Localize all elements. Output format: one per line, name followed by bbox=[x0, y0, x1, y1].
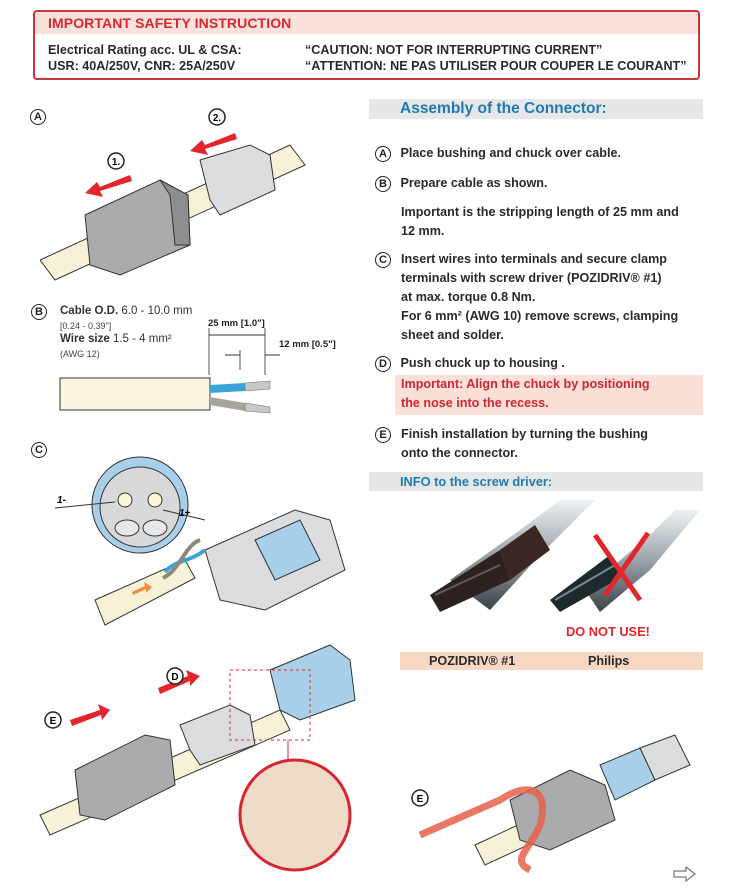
important-line: Important: Align the chuck by positionin… bbox=[401, 377, 650, 391]
brown-wire bbox=[161, 538, 201, 580]
figure-b-letter: B bbox=[31, 304, 47, 320]
step-1-marker bbox=[107, 152, 125, 170]
assembly-header: Assembly of the Connector: bbox=[369, 99, 703, 119]
bushing-d bbox=[74, 734, 176, 821]
arrow-right-outline-icon[interactable] bbox=[673, 866, 697, 882]
step-letter-a: A bbox=[375, 146, 391, 162]
assembly-title: Assembly of the Connector: bbox=[400, 100, 607, 117]
step-d-important: Important: Align the chuck by positionin… bbox=[395, 375, 703, 415]
step-d: D Push chuck up to housing . bbox=[375, 354, 565, 373]
wire-size-label: Wire size bbox=[60, 333, 110, 345]
rotation-arrow-icon bbox=[418, 786, 547, 874]
figure-e-final-illustration: E bbox=[411, 734, 691, 874]
step-b-note: Important is the stripping length of 25 … bbox=[401, 203, 679, 241]
figure-c-illustration: 1- 1+ bbox=[55, 456, 346, 626]
figure-e-final-letter: E bbox=[417, 794, 424, 805]
philips-label: Philips bbox=[588, 654, 630, 668]
step-a-text: Place bushing and chuck over cable. bbox=[400, 146, 621, 160]
step-c-line: For 6 mm² (AWG 10) remove screws, clampi… bbox=[401, 309, 679, 323]
do-not-use-label: DO NOT USE! bbox=[566, 624, 650, 639]
info-title: INFO to the screw driver: bbox=[400, 474, 553, 489]
electrical-rating: Electrical Rating acc. UL & CSA: USR: 40… bbox=[48, 42, 242, 74]
terminal-plus-screw bbox=[147, 492, 163, 508]
note-line: Important is the stripping length of 25 … bbox=[401, 205, 679, 219]
philips-bit-image bbox=[550, 510, 700, 612]
pozidriv-label: POZIDRIV® #1 bbox=[429, 654, 516, 668]
figure-a-letter: A bbox=[30, 109, 46, 125]
chuck-shape bbox=[199, 144, 276, 216]
connector-housing bbox=[204, 509, 346, 611]
safety-instruction-box: IMPORTANT SAFETY INSTRUCTION Electrical … bbox=[33, 10, 700, 80]
bushing-final bbox=[509, 769, 616, 851]
figure-c-letter: C bbox=[31, 442, 47, 458]
do-not-use-cross-icon bbox=[592, 531, 651, 602]
step-a: A Place bushing and chuck over cable. bbox=[375, 144, 621, 163]
caution-text: “CAUTION: NOT FOR INTERRUPTING CURRENT” … bbox=[305, 42, 687, 74]
cable-c bbox=[94, 559, 196, 626]
caution-french: “ATTENTION: NE PAS UTILISER POUR COUPER … bbox=[305, 59, 687, 73]
arrow-2-label: 2. bbox=[213, 113, 222, 124]
detail-region bbox=[229, 669, 311, 741]
terminal-plus-label: 1+ bbox=[179, 508, 191, 519]
caution-english: “CAUTION: NOT FOR INTERRUPTING CURRENT” bbox=[305, 43, 603, 57]
blue-wire bbox=[163, 548, 207, 574]
screwdriver-photos bbox=[430, 500, 700, 612]
step-e-line: Finish installation by turning the bushi… bbox=[401, 427, 648, 441]
wire-size-value: 1.5 - 4 mm² bbox=[112, 333, 172, 345]
screwdriver-labels: POZIDRIV® #1 Philips bbox=[400, 652, 703, 670]
rating-line-1: Electrical Rating acc. UL & CSA: bbox=[48, 43, 242, 57]
step-e: E Finish installation by turning the bus… bbox=[375, 425, 648, 463]
dimension-25mm: 25 mm [1.0"] bbox=[208, 318, 265, 329]
safety-title: IMPORTANT SAFETY INSTRUCTION bbox=[35, 12, 698, 34]
cable-od-spec: Cable O.D. 6.0 - 10.0 mm bbox=[60, 305, 192, 317]
cable-od-inch: [0.24 - 0.39"] bbox=[60, 321, 112, 331]
cable-od-label: Cable O.D. bbox=[60, 305, 119, 317]
info-header: INFO to the screw driver: bbox=[369, 472, 703, 491]
figure-e-letter: E bbox=[50, 716, 57, 727]
wire-size-spec: Wire size 1.5 - 4 mm² bbox=[60, 333, 172, 345]
terminal-minus-screw bbox=[117, 492, 133, 508]
step-c-line: at max. torque 0.8 Nm. bbox=[401, 290, 536, 304]
step-letter-d: D bbox=[375, 356, 391, 372]
step-letter-c: C bbox=[375, 252, 391, 268]
step-2-marker bbox=[208, 108, 226, 126]
terminal-minus-label: 1- bbox=[57, 495, 67, 506]
pozidriv-bit-image bbox=[430, 500, 595, 612]
arrow-1-icon bbox=[85, 175, 132, 197]
detail-magnifier bbox=[238, 758, 352, 872]
important-line: the nose into the recess. bbox=[401, 396, 549, 410]
dimension-12mm: 12 mm [0.5"] bbox=[279, 339, 336, 350]
arrow-e-icon bbox=[70, 704, 110, 726]
step-c-line: Insert wires into terminals and secure c… bbox=[401, 252, 667, 266]
step-d-text: Push chuck up to housing . bbox=[400, 356, 565, 370]
step-c-line: sheet and solder. bbox=[401, 328, 504, 342]
cable-od-value: 6.0 - 10.0 mm bbox=[121, 305, 193, 317]
rating-line-2: USR: 40A/250V, CNR: 25A/250V bbox=[48, 59, 236, 73]
insert-arrow-icon bbox=[132, 582, 152, 595]
step-letter-e: E bbox=[375, 427, 391, 443]
figure-de-illustration: D E bbox=[39, 644, 356, 872]
figure-d-letter: D bbox=[171, 672, 178, 683]
note-line: 12 mm. bbox=[401, 224, 445, 238]
connector-face-view bbox=[55, 456, 206, 554]
figure-a-illustration: 1. 2. bbox=[40, 108, 306, 281]
housing-d bbox=[269, 644, 356, 721]
step-e-line: onto the connector. bbox=[401, 446, 518, 460]
bushing-shape bbox=[84, 179, 191, 276]
arrow-1-label: 1. bbox=[112, 157, 121, 168]
step-b-text: Prepare cable as shown. bbox=[400, 176, 548, 190]
step-c-line: terminals with screw driver (POZIDRIV® #… bbox=[401, 271, 662, 285]
cable-strip-diagram bbox=[59, 328, 280, 414]
arrow-2-icon bbox=[190, 133, 237, 155]
step-b: B Prepare cable as shown. bbox=[375, 174, 548, 193]
step-c: C Insert wires into terminals and secure… bbox=[375, 250, 678, 345]
wire-awg: (AWG 12) bbox=[60, 349, 100, 359]
step-letter-b: B bbox=[375, 176, 391, 192]
